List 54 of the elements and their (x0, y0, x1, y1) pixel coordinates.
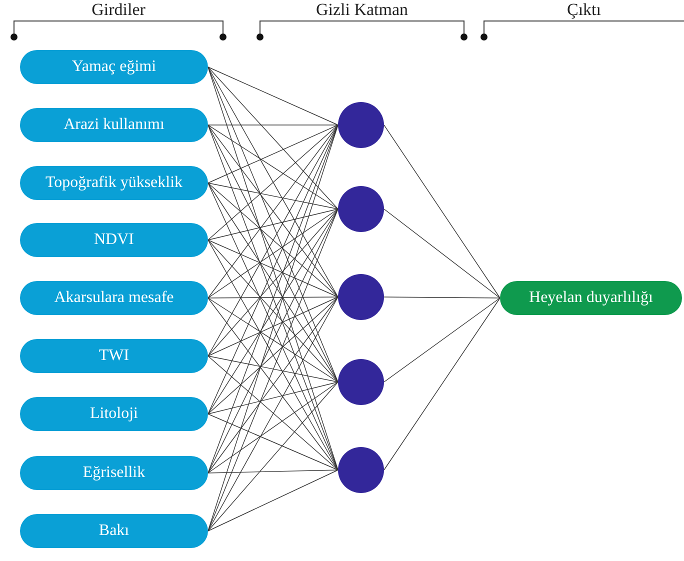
connector-line (208, 124, 338, 184)
input-node: Topoğrafik yükseklik (20, 166, 208, 200)
connector-line (208, 296, 338, 532)
connector-line (208, 296, 338, 298)
layer-heading: Girdiler (92, 0, 146, 20)
connector-line (208, 296, 338, 414)
connector-line (208, 208, 338, 532)
neuron-circle (338, 274, 384, 320)
input-node: Akarsulara mesafe (20, 281, 208, 315)
input-node: Yamaç eğimi (20, 50, 208, 84)
connector-line (208, 382, 338, 414)
input-node: NDVI (20, 223, 208, 257)
connector-line (208, 66, 338, 126)
connector-line (384, 296, 500, 298)
connector-line (208, 382, 338, 532)
connector-line (208, 296, 338, 356)
connector-line (208, 124, 338, 240)
neuron-circle (338, 447, 384, 493)
connector-line (384, 298, 500, 470)
neuron-circle (338, 186, 384, 232)
connector-line (208, 124, 338, 210)
connector-line (208, 66, 338, 298)
input-node: Eğrisellik (20, 456, 208, 490)
connector-line (208, 66, 338, 210)
connector-line (208, 298, 338, 382)
connector-line (208, 124, 338, 126)
connector-line (208, 208, 338, 356)
connector-line (208, 208, 338, 414)
connector-line (208, 182, 338, 210)
connector-line (384, 208, 500, 298)
connector-line (208, 208, 338, 298)
connector-line (208, 208, 338, 240)
layer-heading: Gizli Katman (316, 0, 408, 20)
connector-line (208, 182, 338, 382)
connector-line (384, 298, 500, 382)
connector-line (208, 470, 338, 532)
input-node: Litoloji (20, 397, 208, 431)
connector-line (208, 414, 338, 470)
input-node: Bakı (20, 514, 208, 548)
layer-heading: Çıktı (567, 0, 601, 20)
connector-line (208, 470, 338, 474)
connector-line (208, 356, 338, 382)
input-node: Arazi kullanımı (20, 108, 208, 142)
output-node: Heyelan duyarlılığı (500, 281, 682, 315)
neuron-circle (338, 102, 384, 148)
neuron-circle (338, 359, 384, 405)
connector-line (208, 182, 338, 298)
connector-line (208, 382, 338, 474)
connector-line (208, 66, 338, 382)
connector-line (384, 124, 500, 298)
connector-line (208, 356, 338, 470)
connector-line (208, 240, 338, 298)
connector-line (208, 240, 338, 382)
input-node: TWI (20, 339, 208, 373)
